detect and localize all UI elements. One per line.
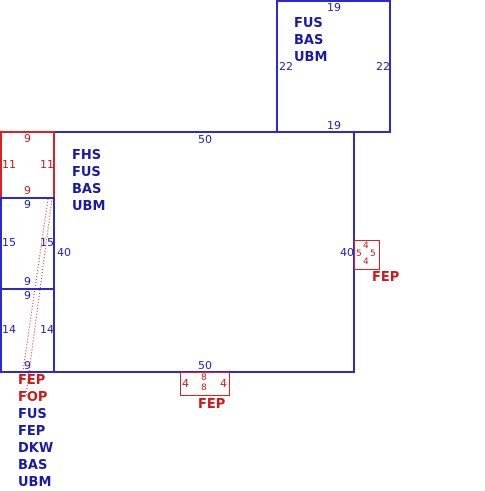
bottom-fixture xyxy=(180,372,230,396)
bottom-fixture-dim-left: 4 xyxy=(182,377,189,390)
left-room-b-dim-top: 9 xyxy=(24,198,31,211)
bottom-fixture-dim-right: 4 xyxy=(220,377,227,390)
left-code-red-2: FOP xyxy=(18,390,48,405)
main-room-code-1: FHS xyxy=(72,148,102,163)
left-room-a-dim-top: 9 xyxy=(24,132,31,145)
left-room-a-dim-left: 11 xyxy=(2,158,16,171)
right-fixture xyxy=(354,240,380,270)
left-code-blue-4: BAS xyxy=(18,458,48,473)
top-room-dim-bottom: 19 xyxy=(327,119,341,132)
left-room-a-dim-right: 11 xyxy=(40,158,54,171)
left-room-b-dim-left: 15 xyxy=(2,236,16,249)
connector-line-1 xyxy=(21,198,49,379)
left-code-blue-3: DKW xyxy=(18,441,54,456)
right-fixture-label: FEP xyxy=(372,270,400,285)
top-room-dim-top: 19 xyxy=(327,1,341,14)
top-room-code-2: BAS xyxy=(294,33,324,48)
left-room-c-dim-top: 9 xyxy=(24,289,31,302)
main-room-dim-bottom: 50 xyxy=(198,359,212,372)
left-room-a-dim-bottom: 9 xyxy=(24,184,31,197)
top-room-dim-right: 22 xyxy=(376,60,390,73)
left-code-red-1: FEP xyxy=(18,373,46,388)
main-room-dim-right: 40 xyxy=(340,246,354,259)
right-fixture-dim-left: 5 xyxy=(356,249,362,259)
left-room-c-dim-right: 14 xyxy=(40,323,54,336)
left-room-c-dim-left: 14 xyxy=(2,323,16,336)
right-fixture-dim-right: 5 xyxy=(370,249,376,259)
left-room-b-dim-bottom: 9 xyxy=(24,275,31,288)
left-room-b-dim-right: 15 xyxy=(40,236,54,249)
left-room-c xyxy=(0,288,55,373)
top-room-code-3: UBM xyxy=(294,50,328,65)
right-fixture-dim-bottom: 4 xyxy=(363,257,369,267)
left-code-blue-5: UBM xyxy=(18,475,52,490)
right-fixture-dim-top: 4 xyxy=(363,241,369,251)
main-room-code-2: FUS xyxy=(72,165,101,180)
left-code-blue-2: FEP xyxy=(18,424,46,439)
bottom-fixture-label: FEP xyxy=(198,397,226,412)
top-room-code-1: FUS xyxy=(294,16,323,31)
left-code-blue-1: FUS xyxy=(18,407,47,422)
left-room-c-dim-bottom: 9 xyxy=(24,359,31,372)
connector-line-2 xyxy=(25,198,53,396)
bottom-fixture-dim-top: 8 xyxy=(201,373,207,383)
main-room-dim-left: 40 xyxy=(57,246,71,259)
main-room-dim-top: 50 xyxy=(198,133,212,146)
top-room-dim-left: 22 xyxy=(279,60,293,73)
main-room-code-4: UBM xyxy=(72,199,106,214)
bottom-fixture-dim-bottom: 8 xyxy=(201,383,207,393)
main-room-code-3: BAS xyxy=(72,182,102,197)
